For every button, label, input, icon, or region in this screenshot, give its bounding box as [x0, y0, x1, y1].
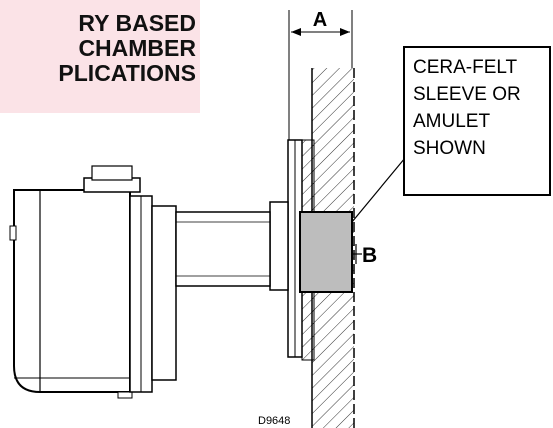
- title-banner: RY BASED CHAMBER PLICATIONS: [0, 0, 200, 113]
- title-line-2: CHAMBER: [78, 35, 196, 61]
- switch-housing: [9, 189, 133, 399]
- dimension-b-marker: B: [352, 244, 377, 267]
- cera-felt-sleeve: [299, 211, 353, 293]
- callout-line-4: SHOWN: [413, 138, 486, 159]
- cover-clamp: [129, 195, 177, 393]
- sleeve-callout-box: CERA-FELT SLEEVE OR AMULET SHOWN: [403, 46, 551, 196]
- callout-line-2: SLEEVE OR: [413, 84, 521, 105]
- title-line-3: PLICATIONS: [58, 60, 196, 86]
- conduit-hub: [83, 165, 141, 193]
- drawing-number: D9648: [258, 415, 290, 427]
- mounting-flange: [269, 139, 303, 358]
- dimension-b-label: B: [362, 244, 377, 267]
- dimension-a-label: A: [313, 9, 327, 31]
- callout-line-3: AMULET: [413, 111, 491, 132]
- callout-leader-line: [351, 157, 406, 223]
- extension-tube: [175, 211, 271, 287]
- dimension-a-marker: A: [288, 9, 353, 140]
- callout-line-1: CERA-FELT: [413, 57, 518, 78]
- title-line-1: RY BASED: [78, 10, 196, 36]
